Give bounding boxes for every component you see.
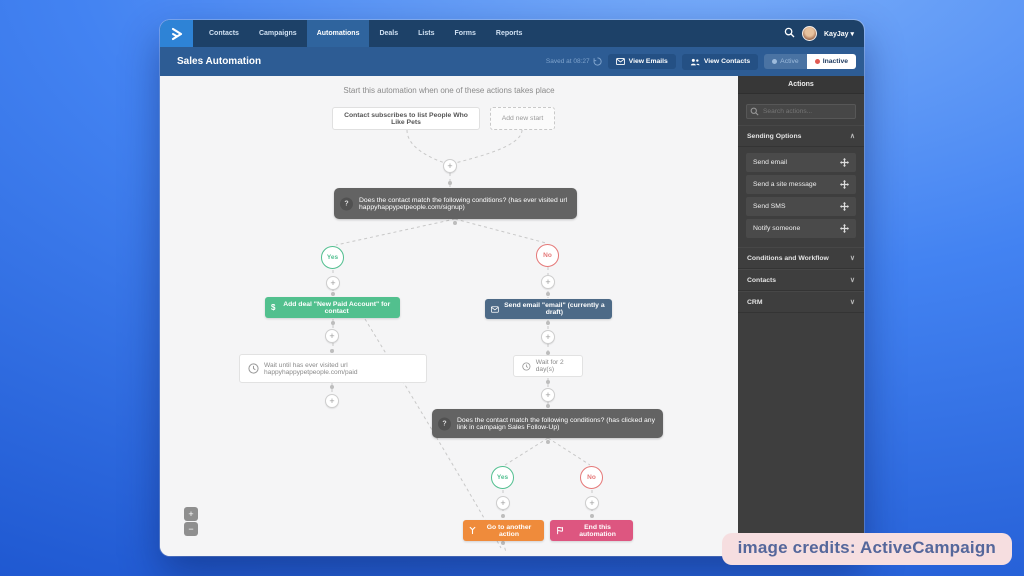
chevron-down-icon: ∨ (849, 277, 855, 284)
add-step-button[interactable]: + (496, 496, 510, 510)
active-dot-icon (772, 59, 778, 64)
send-email-node[interactable]: Send email "email" (currently a draft) (485, 299, 612, 319)
nav-tabs: Contacts Campaigns Automations Deals Lis… (199, 20, 532, 47)
section-contacts[interactable]: Contacts ∨ (738, 269, 864, 291)
add-step-button[interactable]: + (443, 159, 457, 173)
envelope-icon (615, 58, 625, 65)
clock-icon (522, 361, 531, 371)
drag-move-icon (840, 158, 849, 167)
start-trigger-node[interactable]: Contact subscribes to list People Who Li… (332, 107, 480, 130)
envelope-icon (491, 305, 499, 313)
app-window: Contacts Campaigns Automations Deals Lis… (160, 20, 864, 556)
condition-node-1[interactable]: ? Does the contact match the following c… (334, 188, 577, 219)
canvas-zoom-controls: + − (184, 507, 198, 536)
add-step-button[interactable]: + (541, 275, 555, 289)
nav-right: KayJay ▾ (784, 20, 864, 47)
contacts-icon (690, 58, 700, 65)
page-title: Sales Automation (177, 56, 262, 67)
inactive-dot-icon (814, 59, 820, 64)
add-step-button[interactable]: + (541, 330, 555, 344)
add-deal-node[interactable]: $ Add deal "New Paid Account" for contac… (265, 297, 400, 318)
toolbar-actions: Saved at 08:27 View Emails View Contacts… (546, 53, 856, 70)
section-sending-options[interactable]: Sending Options ∧ (738, 125, 864, 147)
question-icon: ? (438, 417, 451, 430)
add-new-start-node[interactable]: Add new start (490, 107, 555, 130)
user-menu[interactable]: KayJay ▾ (824, 30, 854, 38)
credits-badge: image credits: ActiveCampaign (721, 533, 1012, 565)
section-crm[interactable]: CRM ∨ (738, 291, 864, 313)
chevron-down-icon: ∨ (849, 255, 855, 262)
add-step-button[interactable]: + (585, 496, 599, 510)
add-step-button[interactable]: + (326, 276, 340, 290)
action-item-send-site-message[interactable]: Send a site message (746, 175, 856, 194)
clock-icon (248, 363, 259, 374)
add-step-button[interactable]: + (541, 388, 555, 402)
no-branch-1[interactable]: No (536, 244, 559, 267)
search-icon (750, 103, 759, 121)
tab-campaigns[interactable]: Campaigns (258, 30, 297, 37)
tab-lists[interactable]: Lists (418, 30, 435, 37)
action-item-send-sms[interactable]: Send SMS (746, 197, 856, 216)
condition-node-2[interactable]: ? Does the contact match the following c… (432, 409, 663, 438)
search-icon[interactable] (784, 25, 795, 43)
tab-automations[interactable]: Automations (306, 20, 370, 47)
inactive-toggle-option[interactable]: Inactive (806, 54, 856, 69)
view-contacts-button[interactable]: View Contacts (681, 53, 759, 70)
add-step-button[interactable]: + (325, 329, 339, 343)
end-flag-icon (557, 526, 563, 535)
add-step-button[interactable]: + (325, 394, 339, 408)
zoom-in-button[interactable]: + (184, 507, 198, 521)
automation-toolbar: Sales Automation Saved at 08:27 View Ema… (160, 47, 864, 76)
wait-for-node[interactable]: Wait for 2 day(s) (513, 355, 583, 377)
action-item-notify-someone[interactable]: Notify someone (746, 219, 856, 238)
activecampaign-logo[interactable] (160, 20, 193, 47)
fork-arrow-icon (469, 526, 476, 535)
history-icon (593, 57, 602, 66)
caret-down-icon: ▾ (850, 30, 854, 38)
top-nav: Contacts Campaigns Automations Deals Lis… (160, 20, 864, 47)
tab-deals[interactable]: Deals (379, 30, 399, 37)
end-automation-node[interactable]: End this automation (550, 520, 633, 541)
flow-connectors (330, 129, 594, 553)
tab-contacts[interactable]: Contacts (209, 30, 239, 37)
active-inactive-toggle: Active Inactive (764, 54, 856, 69)
sending-options-items: Send email Send a site message Send SMS … (738, 147, 864, 247)
question-icon: ? (340, 197, 353, 210)
chevron-down-icon: ∨ (849, 299, 855, 306)
section-conditions-workflow[interactable]: Conditions and Workflow ∨ (738, 247, 864, 269)
dollar-icon: $ (271, 303, 276, 312)
active-toggle-option[interactable]: Active (764, 54, 807, 69)
actions-sidebar: Actions Sending Options ∧ Send email Sen… (738, 76, 864, 556)
go-to-action-node[interactable]: Go to another action (463, 520, 544, 541)
actions-search-input[interactable] (746, 104, 856, 119)
automation-canvas[interactable]: Start this automation when one of these … (160, 76, 738, 556)
no-branch-2[interactable]: No (580, 466, 603, 489)
view-emails-button[interactable]: View Emails (607, 54, 676, 69)
tab-reports[interactable]: Reports (495, 30, 523, 37)
wait-until-node[interactable]: Wait until has ever visited url happyhap… (239, 354, 427, 383)
action-item-send-email[interactable]: Send email (746, 153, 856, 172)
actions-search (746, 100, 856, 119)
drag-move-icon (840, 180, 849, 189)
saved-status: Saved at 08:27 (546, 57, 602, 66)
flow-heading: Start this automation when one of these … (343, 86, 555, 95)
chevron-up-icon: ∧ (849, 133, 855, 140)
zoom-out-button[interactable]: − (184, 522, 198, 536)
main-area: Start this automation when one of these … (160, 76, 864, 556)
user-avatar[interactable] (802, 26, 817, 41)
tab-forms[interactable]: Forms (454, 30, 476, 37)
yes-branch-2[interactable]: Yes (491, 466, 514, 489)
yes-branch-1[interactable]: Yes (321, 246, 344, 269)
sidebar-title: Actions (738, 76, 864, 94)
activecampaign-chevron-icon (171, 27, 182, 40)
drag-move-icon (840, 224, 849, 233)
drag-move-icon (840, 202, 849, 211)
